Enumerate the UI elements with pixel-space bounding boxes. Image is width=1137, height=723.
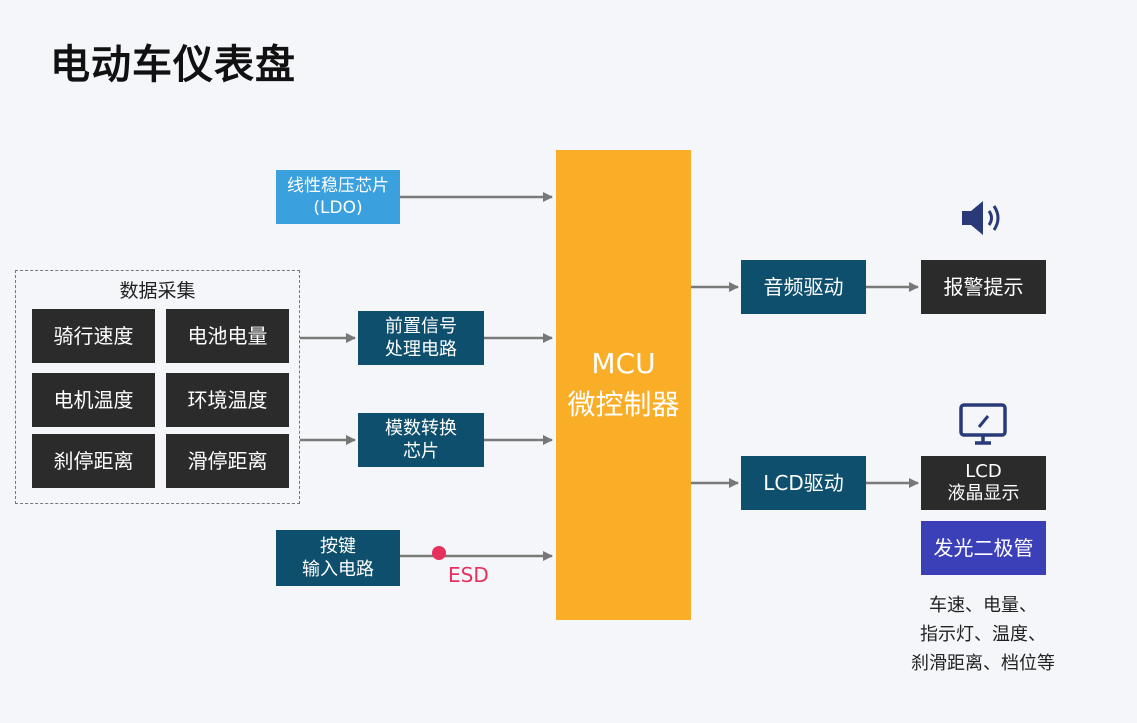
- lcd-line2: 液晶显示: [947, 483, 1020, 504]
- data-collect-label: 数据采集: [119, 280, 196, 302]
- alarm-box: 报警提示: [921, 260, 1046, 314]
- keys-box: 按键 输入电路: [276, 530, 400, 586]
- lcd-driver-box: LCD驱动: [741, 456, 866, 510]
- audio-driver-box: 音频驱动: [741, 260, 866, 314]
- data-collect-group: [15, 270, 300, 504]
- adc-line2: 芯片: [403, 441, 439, 462]
- adc-box: 模数转换 芯片: [358, 413, 484, 467]
- ldo-line1: 线性稳压芯片: [287, 175, 389, 196]
- sensor-brake-distance: 刹停距离: [32, 434, 155, 488]
- mcu-line2: 微控制器: [567, 388, 680, 421]
- sensor-battery-level: 电池电量: [166, 309, 289, 363]
- preproc-line2: 处理电路: [385, 339, 457, 360]
- sensor-ambient-temp: 环境温度: [166, 373, 289, 427]
- sensor-coast-distance: 滑停距离: [166, 434, 289, 488]
- esd-dot: [432, 546, 446, 560]
- preproc-line1: 前置信号: [385, 315, 457, 337]
- mcu-block: MCU 微控制器: [556, 150, 691, 620]
- display-content-note: 车速、电量、 指示灯、温度、 刹滑距离、档位等: [898, 592, 1068, 678]
- adc-line1: 模数转换: [385, 417, 457, 439]
- monitor-icon: [959, 403, 1007, 445]
- esd-label: ESD: [448, 563, 489, 587]
- note-line3: 刹滑距离、档位等: [911, 652, 1055, 674]
- lcd-line1: LCD: [965, 460, 1002, 482]
- lcd-box: LCD 液晶显示: [921, 456, 1046, 510]
- ldo-line2: (LDO): [313, 198, 363, 218]
- preproc-box: 前置信号 处理电路: [358, 311, 484, 365]
- sensor-riding-speed: 骑行速度: [32, 309, 155, 363]
- speaker-icon: [962, 201, 1000, 235]
- ldo-box: 线性稳压芯片 (LDO): [276, 170, 400, 224]
- keys-line2: 输入电路: [302, 559, 374, 580]
- keys-line1: 按键: [320, 535, 356, 557]
- note-line2: 指示灯、温度、: [920, 623, 1046, 645]
- note-line1: 车速、电量、: [929, 595, 1037, 616]
- led-box: 发光二极管: [921, 521, 1046, 575]
- mcu-line1: MCU: [591, 347, 656, 381]
- page-title: 电动车仪表盘: [50, 42, 296, 88]
- sensor-motor-temp: 电机温度: [32, 373, 155, 427]
